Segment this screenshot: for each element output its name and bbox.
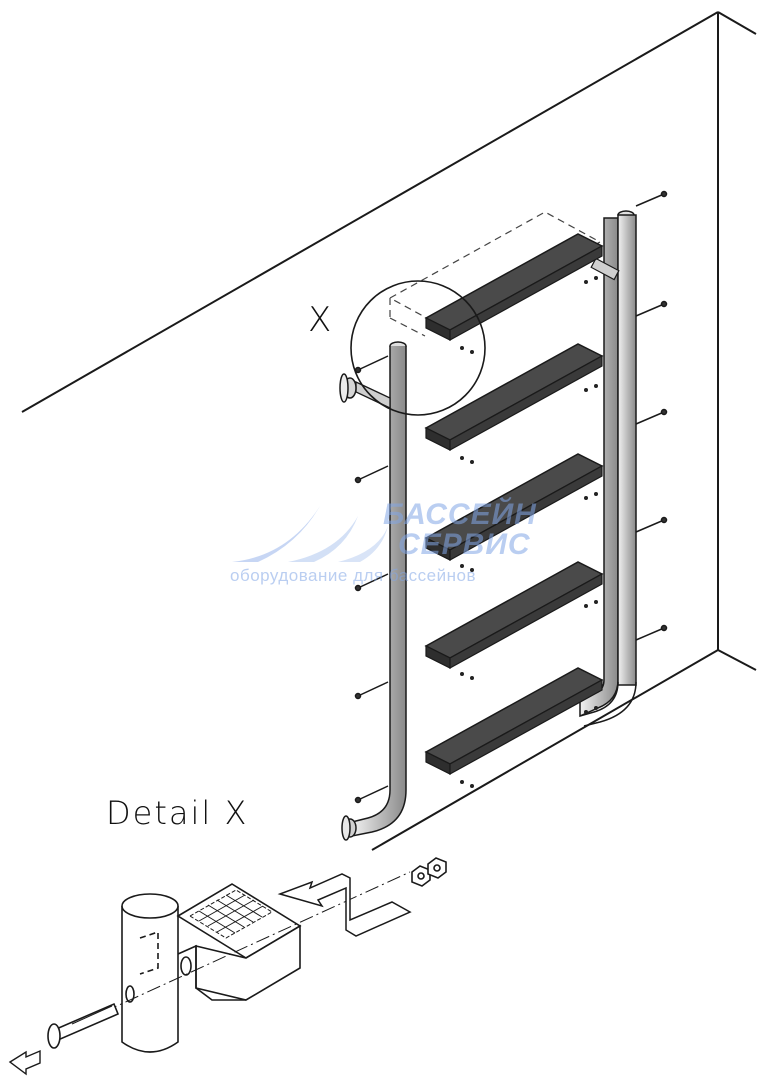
steps <box>424 233 604 788</box>
rail-right <box>579 210 637 727</box>
step-1 <box>424 233 604 354</box>
nuts <box>411 857 447 887</box>
detail-x-circle <box>350 280 486 416</box>
step-2 <box>424 343 604 464</box>
step-4 <box>424 561 604 680</box>
step-5 <box>424 667 604 788</box>
step-grip-pad <box>189 889 273 939</box>
bolts-right <box>635 190 668 641</box>
step-3 <box>424 453 604 572</box>
bolts-left <box>354 355 389 804</box>
detail-x-exploded-view <box>8 857 447 1076</box>
detail-marker-label: X <box>308 300 334 340</box>
rail-left <box>339 341 407 841</box>
wall-outline <box>21 11 757 851</box>
detail-title-label: Detail X <box>106 794 249 832</box>
